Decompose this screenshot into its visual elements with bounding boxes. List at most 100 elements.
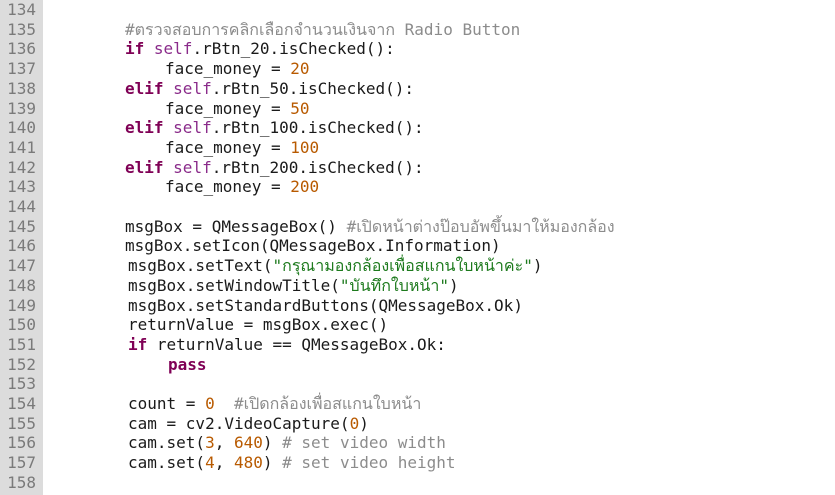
code-line[interactable]: 144 [0,197,835,217]
line-code: face_money = 50 [165,99,310,119]
code-token: face_money = [165,59,291,79]
line-number: 134 [7,0,36,19]
code-line[interactable]: 137 face_money = 20 [0,59,835,79]
comment-token: #เปิดกล้องเพื่อสแกนใบหน้า [233,394,422,413]
line-number: 152 [7,354,36,374]
comment-token: # set video width [282,433,446,453]
line-code: face_money = 100 [165,138,319,158]
code-token: ) [448,275,459,295]
line-code: pass [168,355,207,375]
code-token: face_money = [165,137,291,157]
code-line[interactable]: 135 #ตรวจสอบการคลิกเลือกจำนวนเงินจาก Radi… [0,20,835,40]
number-token: 0 [205,394,215,413]
code-line[interactable]: 153 [0,374,835,394]
code-line[interactable]: 138 elif self.rBtn_50.isChecked(): [0,79,835,99]
code-line[interactable]: 141 face_money = 100 [0,138,835,158]
code-token: msgBox.setStandardButtons(QMessageBox.Ok… [128,295,523,315]
code-token: ) [532,256,543,276]
code-line[interactable]: 142 elif self.rBtn_200.isChecked(): [0,158,835,178]
line-number: 158 [7,472,36,492]
line-number: 151 [7,334,36,354]
line-code: returnValue = msgBox.exec() [128,315,388,335]
code-line[interactable]: 134 [0,0,835,20]
code-line[interactable]: 158 [0,473,835,493]
line-number: 143 [7,177,36,197]
line-number: 137 [7,59,36,79]
number-token: 100 [290,137,320,157]
line-number: 146 [7,236,36,256]
line-code: elif self.rBtn_100.isChecked(): [125,118,424,138]
self-token: self [173,78,212,98]
code-token: , [214,433,234,453]
line-number: 145 [7,216,36,236]
number-token: 480 [233,453,263,473]
line-code: #ตรวจสอบการคลิกเลือกจำนวนเงินจาก Radio B… [125,20,520,40]
string-token: "กรุณามองกล้องเพื่อสแกนใบหน้าค่ะ" [272,256,533,276]
line-number: 139 [7,98,36,118]
code-line[interactable]: 145 msgBox = QMessageBox() #เปิดหน้าต่างป… [0,217,835,237]
code-line[interactable]: 139 face_money = 50 [0,99,835,119]
code-token: .rBtn_50.isChecked(): [211,78,414,98]
line-code: cam.set(3, 640) # set video width [128,433,446,453]
code-token: .rBtn_200.isChecked(): [211,157,424,177]
keyword-token: elif [125,78,164,98]
line-number: 140 [7,118,36,138]
comment-token: # set video height [282,453,456,473]
line-code: cam.set(4, 480) # set video height [128,453,456,473]
keyword-token: pass [168,354,207,374]
line-number: 138 [7,78,36,98]
code-token: face_money = [165,98,291,118]
line-number: 150 [7,315,36,335]
number-token: 20 [290,59,310,79]
line-number: 141 [7,137,36,157]
code-token [164,158,174,177]
code-line[interactable]: 149 msgBox.setStandardButtons(QMessageBox… [0,296,835,316]
code-token: returnValue = msgBox.exec() [128,315,389,335]
line-number-gutter [0,0,43,495]
comment-token: #เปิดหน้าต่างป๊อบอัพขึ้นมาให้มองกล้อง [346,216,615,236]
line-code: elif self.rBtn_200.isChecked(): [125,158,424,178]
line-code: elif self.rBtn_50.isChecked(): [125,79,414,99]
code-token [164,79,174,98]
line-code: msgBox = QMessageBox() #เปิดหน้าต่างป๊อบ… [125,217,615,237]
code-token [164,118,174,137]
line-number: 147 [7,256,36,276]
line-code: msgBox.setText("กรุณามองกล้องเพื่อสแกนใบ… [128,256,542,276]
number-token: 0 [349,413,360,433]
code-line[interactable]: 150 returnValue = msgBox.exec() [0,315,835,335]
comment-token: #ตรวจสอบการคลิกเลือกจำนวนเงินจาก Radio B… [125,19,521,39]
line-number: 155 [7,413,36,433]
code-line[interactable]: 147 msgBox.setText("กรุณามองกล้องเพื่อสแก… [0,256,835,276]
line-number: 154 [7,394,36,413]
code-token: msgBox.setIcon(QMessageBox.Information) [125,236,501,256]
code-line[interactable]: 152 pass [0,355,835,375]
code-line[interactable]: 140 elif self.rBtn_100.isChecked(): [0,118,835,138]
code-token: returnValue == QMessageBox.Ok: [147,334,446,354]
number-token: 4 [205,453,215,473]
code-line[interactable]: 146 msgBox.setIcon(QMessageBox.Informatio… [0,236,835,256]
line-number: 142 [7,157,36,177]
code-token: cam = cv2.VideoCapture( [128,413,350,433]
code-token: .rBtn_20.isChecked(): [192,39,395,59]
line-number: 135 [7,19,36,39]
code-line[interactable]: 151 if returnValue == QMessageBox.Ok: [0,335,835,355]
line-number: 144 [7,197,36,216]
number-token: 200 [290,177,320,197]
line-code: msgBox.setWindowTitle("บันทึกใบหน้า") [128,276,459,296]
keyword-token: if [128,334,148,354]
code-token: ) [262,433,283,453]
number-token: 50 [290,98,310,118]
line-number: 136 [7,39,36,59]
self-token: self [173,118,212,138]
line-code: msgBox.setIcon(QMessageBox.Information) [125,236,501,256]
line-number: 149 [7,295,36,315]
keyword-token: elif [125,118,164,138]
